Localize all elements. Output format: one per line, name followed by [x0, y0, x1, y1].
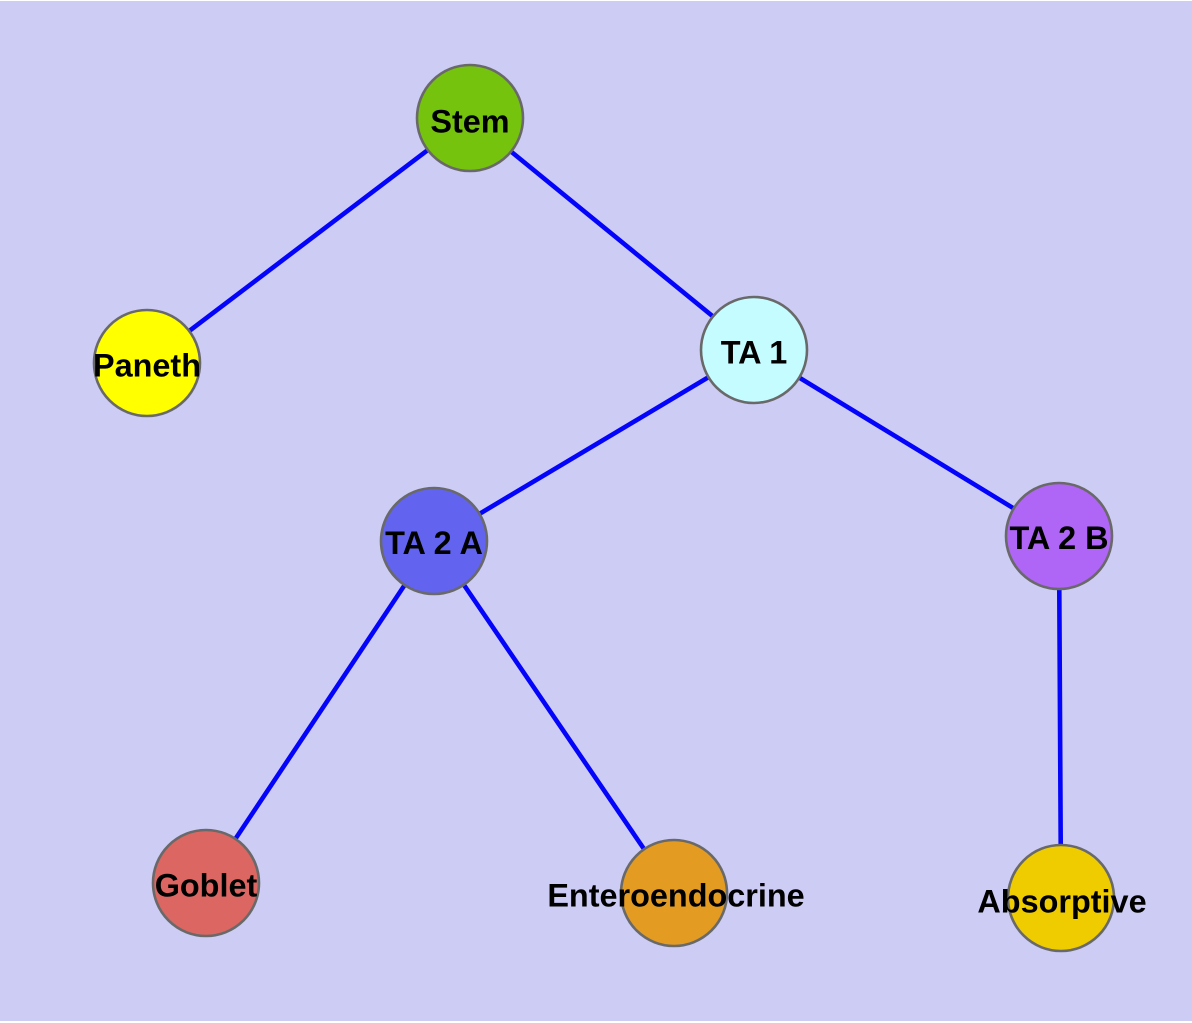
svg-text:TA 1: TA 1: [721, 335, 788, 371]
svg-text:TA 2 A: TA 2 A: [385, 525, 483, 561]
svg-text:Goblet: Goblet: [155, 868, 258, 904]
svg-text:Enteroendocrine: Enteroendocrine: [547, 878, 804, 914]
svg-text:Paneth: Paneth: [93, 348, 201, 384]
svg-text:TA 2 B: TA 2 B: [1010, 520, 1109, 556]
svg-text:Absorptive: Absorptive: [977, 884, 1146, 920]
svg-text:Stem: Stem: [430, 104, 509, 140]
